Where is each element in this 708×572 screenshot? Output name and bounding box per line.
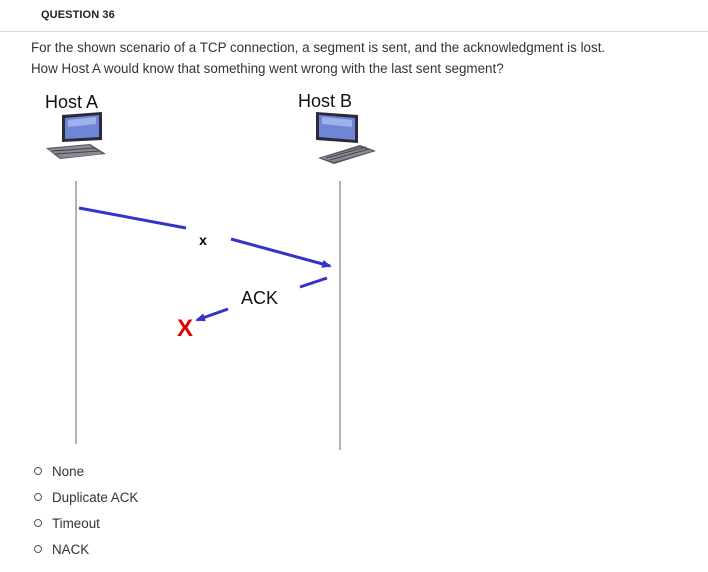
host-a-computer-icon xyxy=(46,112,106,159)
question-text-line-2: How Host A would know that something wen… xyxy=(31,61,504,76)
radio-button[interactable] xyxy=(34,467,42,475)
ack-arrow-part-2 xyxy=(195,307,229,322)
segment-arrow-part-1 xyxy=(78,206,187,230)
segment-marker: x xyxy=(199,232,207,248)
host-b-computer-icon xyxy=(316,112,376,164)
lost-marker: X xyxy=(177,315,193,342)
option-label: Timeout xyxy=(52,515,100,531)
option-none[interactable]: None xyxy=(34,458,138,484)
question-text-line-1: For the shown scenario of a TCP connecti… xyxy=(31,40,606,55)
option-nack[interactable]: NACK xyxy=(34,536,138,562)
host-a-label: Host A xyxy=(45,92,98,112)
option-label: NACK xyxy=(52,541,90,557)
host-b-label: Host B xyxy=(298,91,352,111)
radio-button[interactable] xyxy=(34,545,42,553)
tcp-timing-diagram: Host A Host B x xyxy=(0,80,420,460)
question-number: QUESTION 36 xyxy=(41,9,115,21)
question-header: QUESTION 36 xyxy=(0,0,708,32)
option-label: Duplicate ACK xyxy=(52,489,139,505)
answer-options: None Duplicate ACK Timeout NACK xyxy=(34,458,138,562)
radio-button[interactable] xyxy=(34,493,42,501)
ack-arrow-part-1 xyxy=(299,276,328,289)
question-text: For the shown scenario of a TCP connecti… xyxy=(31,37,691,79)
ack-label: ACK xyxy=(241,288,278,308)
option-timeout[interactable]: Timeout xyxy=(34,510,138,536)
radio-button[interactable] xyxy=(34,519,42,527)
option-duplicate-ack[interactable]: Duplicate ACK xyxy=(34,484,138,510)
tcp-timing-diagram-svg: Host A Host B x xyxy=(45,91,376,450)
option-label: None xyxy=(52,463,85,479)
segment-arrow-part-2 xyxy=(230,237,332,268)
